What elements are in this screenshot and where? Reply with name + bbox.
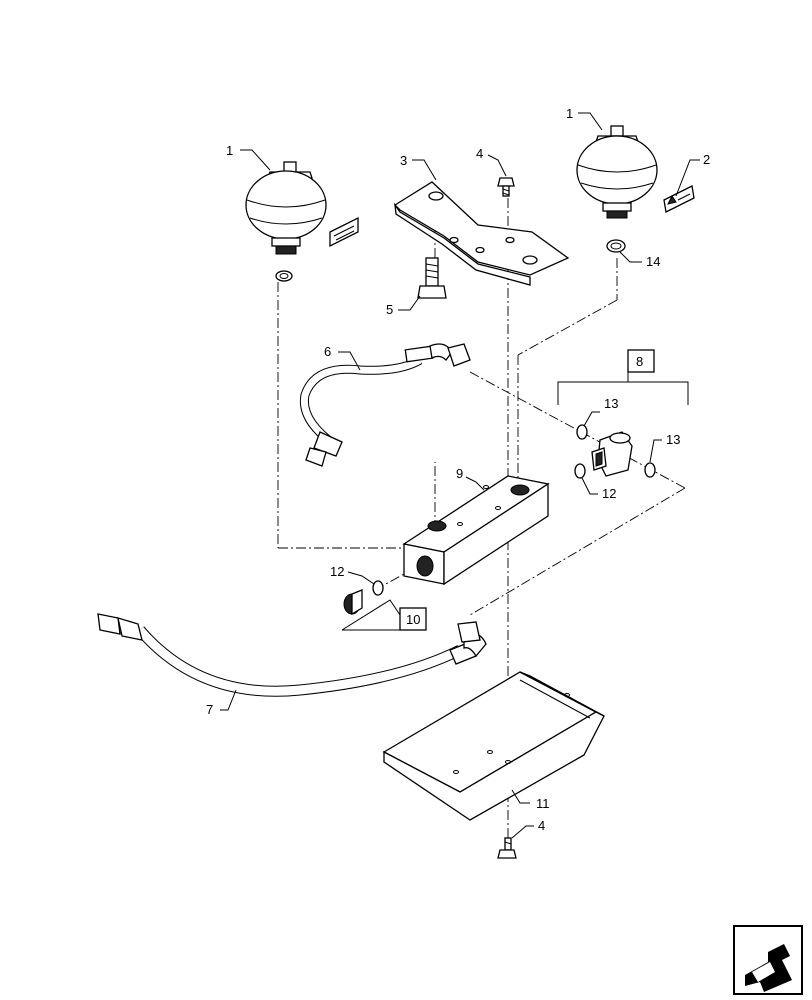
callout-13-right: 13 bbox=[666, 432, 680, 447]
hose-7 bbox=[97, 613, 487, 697]
tray-11 bbox=[382, 671, 605, 821]
callout-10: 10 bbox=[406, 612, 420, 627]
bolt-top bbox=[497, 177, 515, 197]
next-page-arrow-icon[interactable] bbox=[733, 925, 803, 995]
callout-6: 6 bbox=[324, 344, 331, 359]
hose-6 bbox=[299, 343, 471, 467]
tee-fitting bbox=[591, 431, 633, 477]
callout-12-left: 12 bbox=[330, 564, 344, 579]
warning-decal-right bbox=[663, 185, 695, 213]
callout-13-left: 13 bbox=[604, 396, 618, 411]
mounting-bracket bbox=[393, 181, 570, 286]
callout-14: 14 bbox=[646, 254, 660, 269]
group-bracket-8 bbox=[557, 349, 689, 405]
callout-11: 11 bbox=[536, 796, 550, 811]
callout-12-right: 12 bbox=[602, 486, 616, 501]
bolt-bottom bbox=[497, 837, 517, 859]
bolt-5 bbox=[417, 257, 447, 299]
callout-1-right: 1 bbox=[566, 106, 573, 121]
callout-5: 5 bbox=[386, 302, 393, 317]
callout-3: 3 bbox=[400, 153, 407, 168]
callout-8: 8 bbox=[636, 354, 643, 369]
callout-4-bottom: 4 bbox=[538, 818, 545, 833]
callout-4-top: 4 bbox=[476, 146, 483, 161]
accumulator-right bbox=[576, 125, 658, 253]
accumulator-left bbox=[245, 161, 327, 282]
callout-9: 9 bbox=[456, 466, 463, 481]
callout-2: 2 bbox=[703, 152, 710, 167]
callout-labels: 1 1 2 3 4 5 6 8 13 13 9 12 12 10 14 7 11… bbox=[206, 106, 710, 833]
leader-lines bbox=[220, 112, 700, 839]
o-rings bbox=[372, 424, 656, 596]
warning-decal-left bbox=[329, 216, 359, 248]
callout-7: 7 bbox=[206, 702, 213, 717]
plug-10 bbox=[343, 589, 363, 616]
group-bracket-10 bbox=[341, 599, 427, 631]
manifold-block bbox=[402, 475, 550, 586]
callout-1-left: 1 bbox=[226, 143, 233, 158]
